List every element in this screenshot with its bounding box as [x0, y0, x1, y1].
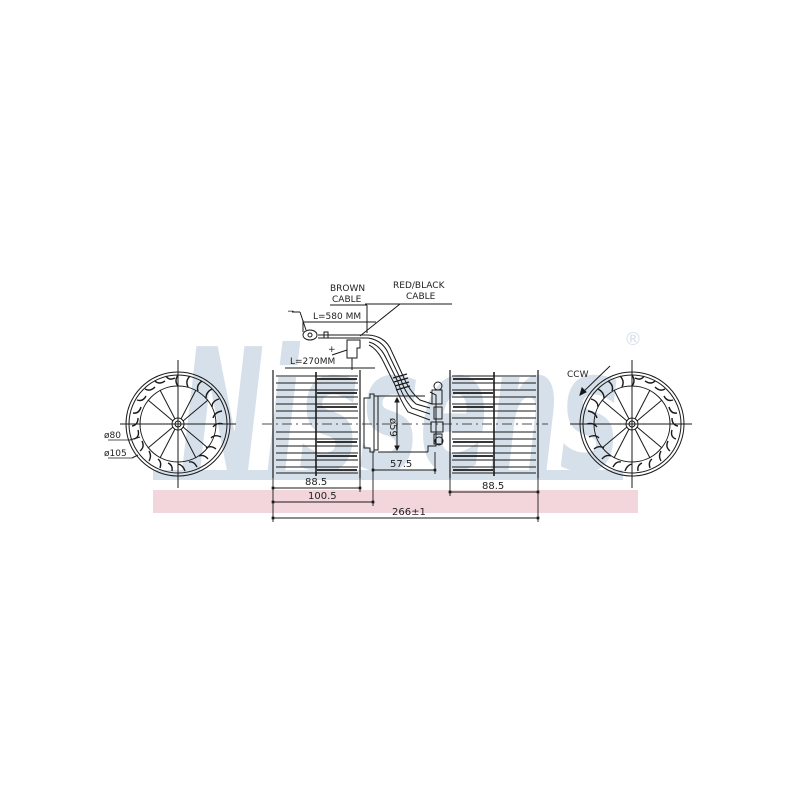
rotation-arrow-icon: [579, 365, 611, 396]
right-fan-wheel: [570, 360, 692, 488]
watermark-underline: [153, 470, 623, 480]
spokes-right: [594, 386, 670, 462]
cable-harness: [285, 303, 452, 421]
left-blower-width-label: 88.5: [305, 477, 327, 488]
overall-length-label: 266±1: [392, 507, 426, 518]
right-blower-width-label: 88.5: [482, 481, 504, 492]
dimension-lines: [271, 452, 540, 522]
left-blower-drum: [272, 370, 361, 478]
blades-right: [586, 374, 679, 472]
nissens-watermark: Nissens ®: [153, 313, 642, 513]
blades-left: [131, 374, 224, 472]
left-blower-to-motor-label: 100.5: [308, 491, 337, 502]
motor-body: [363, 381, 444, 453]
right-blower-drum: [449, 370, 539, 478]
pink-band: [153, 490, 638, 513]
outer-diameter-label: ø105: [104, 449, 127, 459]
brown-cable-label-2: CABLE: [332, 295, 362, 305]
red-black-cable-label-1: RED/BLACK: [393, 281, 446, 291]
registered-mark-icon: ®: [624, 329, 642, 350]
rotation-label: CCW: [567, 370, 589, 380]
plus-lead-length: L=270MM: [290, 357, 335, 367]
minus-polarity: −: [287, 307, 295, 317]
watermark-text: Nissens: [180, 313, 620, 511]
motor-diameter-label: ø59: [387, 418, 398, 437]
inner-diameter-label: ø80: [104, 431, 121, 441]
brown-cable-label-1: BROWN: [330, 284, 365, 294]
motor-length-label: 57.5: [390, 459, 412, 470]
spokes-left: [140, 386, 216, 462]
brown-cable-length: L=580 MM: [313, 312, 361, 322]
left-fan-wheel: [108, 360, 236, 488]
plus-polarity: +: [328, 345, 336, 355]
red-black-cable-label-2: CABLE: [406, 292, 436, 302]
